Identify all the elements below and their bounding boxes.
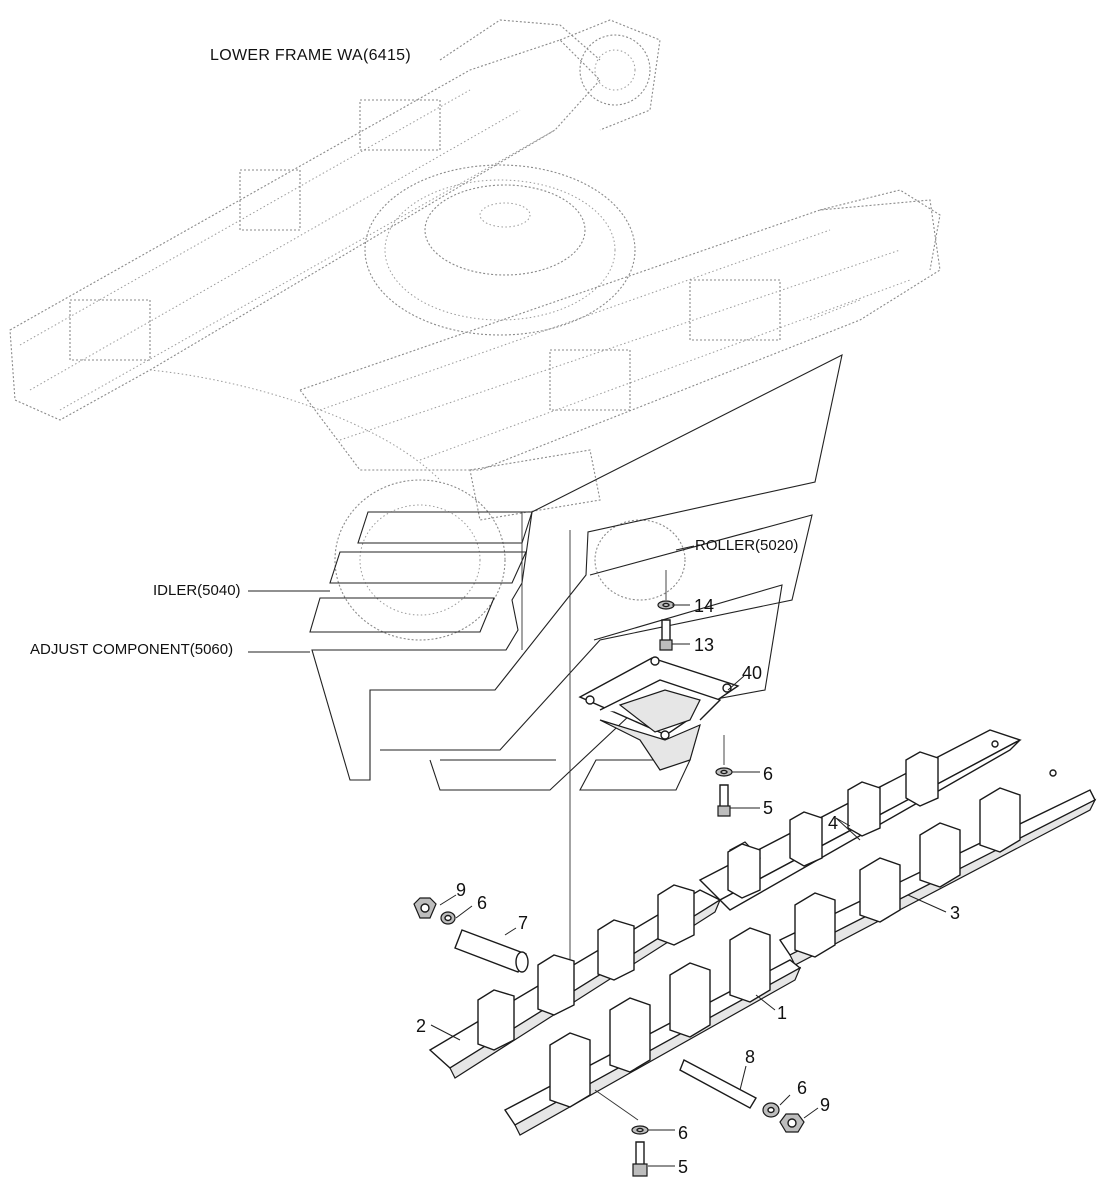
hardware-right: [679, 1059, 805, 1133]
callout-3: 3: [950, 903, 960, 923]
guard-rail-part-2: [428, 884, 722, 1079]
callout-6-upper: 6: [763, 764, 773, 784]
callout-14: 14: [694, 596, 714, 616]
callout-4: 4: [828, 813, 838, 833]
roller-reference: ROLLER(5020): [695, 537, 798, 554]
hardware-left: [413, 897, 529, 973]
leader-lines: [248, 545, 947, 1167]
frame-title: LOWER FRAME WA(6415): [210, 47, 411, 64]
callout-40: 40: [742, 663, 762, 683]
callout-6-left: 6: [477, 893, 487, 913]
callout-13: 13: [694, 635, 714, 655]
callout-6-bottom: 6: [678, 1123, 688, 1143]
lower-frame-ghost: [9, 19, 941, 641]
adjust-component-reference: ADJUST COMPONENT(5060): [30, 641, 233, 658]
callout-7: 7: [518, 913, 528, 933]
reference-plates: [309, 353, 843, 960]
callout-8: 8: [745, 1047, 755, 1067]
guard-rail-part-3: [778, 769, 1097, 966]
callout-9-left: 9: [456, 880, 466, 900]
callout-9-right: 9: [820, 1095, 830, 1115]
callout-5-upper: 5: [763, 798, 773, 818]
guard-rail-part-1: [503, 927, 802, 1136]
hardware-top: [657, 570, 733, 817]
callout-5-bottom: 5: [678, 1157, 688, 1177]
callout-1: 1: [777, 1003, 787, 1023]
hardware-bottom: [594, 1089, 649, 1177]
guard-rail-part-4: [698, 729, 1022, 911]
callout-2: 2: [416, 1016, 426, 1036]
bracket-part-40: [578, 656, 740, 771]
callout-6-right: 6: [797, 1078, 807, 1098]
idler-reference: IDLER(5040): [153, 582, 241, 599]
